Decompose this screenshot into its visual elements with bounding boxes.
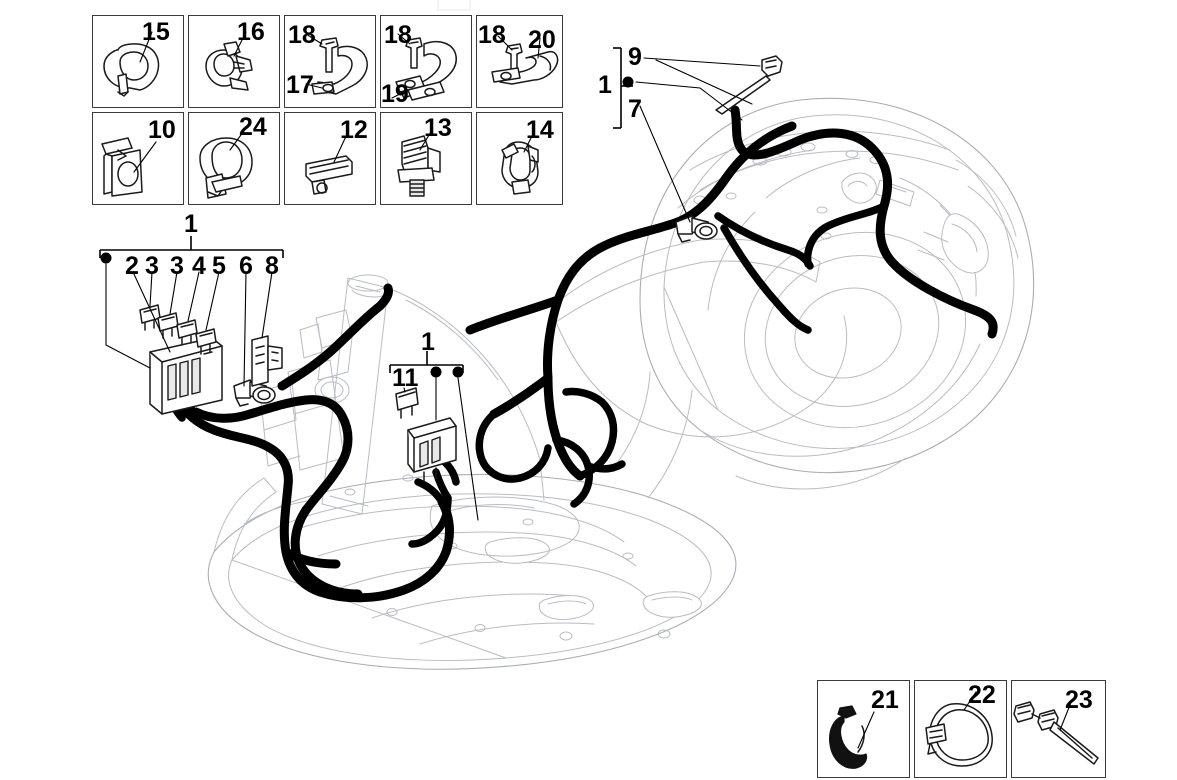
part-drawing-13 [397, 129, 441, 197]
callout-number-11: 11 [392, 364, 419, 392]
part-box-10[interactable] [92, 112, 184, 205]
part-number-24: 24 [239, 113, 267, 141]
part-drawing-18-19 [391, 33, 457, 101]
callout-number-2: 2 [125, 252, 139, 280]
part-drawing-10 [101, 137, 157, 197]
callout-number-9: 9 [628, 43, 642, 71]
part-number-22: 22 [968, 681, 996, 709]
fuse-part-3b [157, 312, 179, 339]
part-box-17[interactable] [284, 15, 376, 108]
part-drawing-17-18 [305, 33, 368, 95]
part-box-14[interactable] [476, 112, 563, 205]
part-drawing-22 [925, 691, 993, 767]
part-number-15: 15 [142, 18, 170, 46]
callout-number-8: 8 [265, 252, 279, 280]
part-number-18-c: 18 [478, 21, 506, 49]
part-drawing-16 [205, 31, 253, 91]
bracket-relay [389, 351, 464, 378]
part-drawing-15 [103, 31, 160, 97]
partial-top-box [437, 0, 471, 11]
part-number-16: 16 [237, 18, 265, 46]
part-drawing-14 [501, 131, 539, 195]
part-drawing-24 [199, 127, 253, 199]
part-number-21: 21 [871, 686, 899, 714]
relay-part-11 [395, 387, 419, 419]
fuse-part-5 [195, 328, 217, 355]
part-number-17: 17 [286, 71, 314, 99]
clamp-part-7 [675, 215, 718, 243]
part-number-19: 19 [381, 80, 409, 108]
part-box-21[interactable] [817, 680, 910, 778]
boxed-part-drawings [101, 31, 1099, 769]
callout-number-5: 5 [212, 252, 226, 280]
part-box-20[interactable] [476, 15, 563, 108]
clamp-part-6 [233, 379, 276, 407]
part-drawing-23 [1013, 699, 1099, 765]
part-number-23: 23 [1065, 686, 1093, 714]
connector-part-8 [251, 335, 283, 387]
part-box-19[interactable] [380, 15, 472, 108]
part-number-13: 13 [424, 114, 452, 142]
callout-number-3-b: 3 [170, 252, 184, 280]
callout-number-3-a: 3 [145, 252, 159, 280]
callout-number-7: 7 [628, 95, 642, 123]
callout-number-4: 4 [192, 252, 206, 280]
part-box-15[interactable] [92, 15, 184, 108]
part-number-14: 14 [526, 116, 554, 144]
part-number-12: 12 [340, 116, 368, 144]
part-number-18-b: 18 [384, 21, 412, 49]
part-number-10: 10 [148, 116, 176, 144]
part-box-23[interactable] [1011, 680, 1106, 778]
callout-group-label-relay: 1 [421, 328, 435, 356]
bracket-rear [613, 47, 634, 129]
fuse-box-part-2 [149, 337, 223, 415]
callout-number-6: 6 [239, 252, 253, 280]
scooter-body-linework [207, 97, 1035, 670]
fuse-part-4 [176, 319, 198, 346]
installed-parts [139, 55, 783, 483]
part-box-16[interactable] [188, 15, 280, 108]
part-number-20: 20 [528, 26, 556, 54]
part-box-13[interactable] [380, 112, 472, 205]
bracket-fusebox [99, 236, 284, 264]
part-box-22[interactable] [914, 680, 1007, 778]
callout-group-label-rear: 1 [598, 71, 612, 99]
part-number-18-a: 18 [288, 21, 316, 49]
cable-tie-part-9 [715, 55, 783, 115]
part-box-12[interactable] [284, 112, 376, 205]
part-drawing-18-20 [491, 35, 559, 85]
callout-group-label-fusebox: 1 [184, 210, 198, 238]
relay-connector-large [407, 417, 457, 483]
part-drawing-21 [829, 705, 875, 769]
part-drawing-12 [305, 131, 353, 195]
wiring-harness-cables [166, 105, 998, 603]
part-box-24[interactable] [188, 112, 280, 205]
callout-leaders [99, 47, 761, 521]
